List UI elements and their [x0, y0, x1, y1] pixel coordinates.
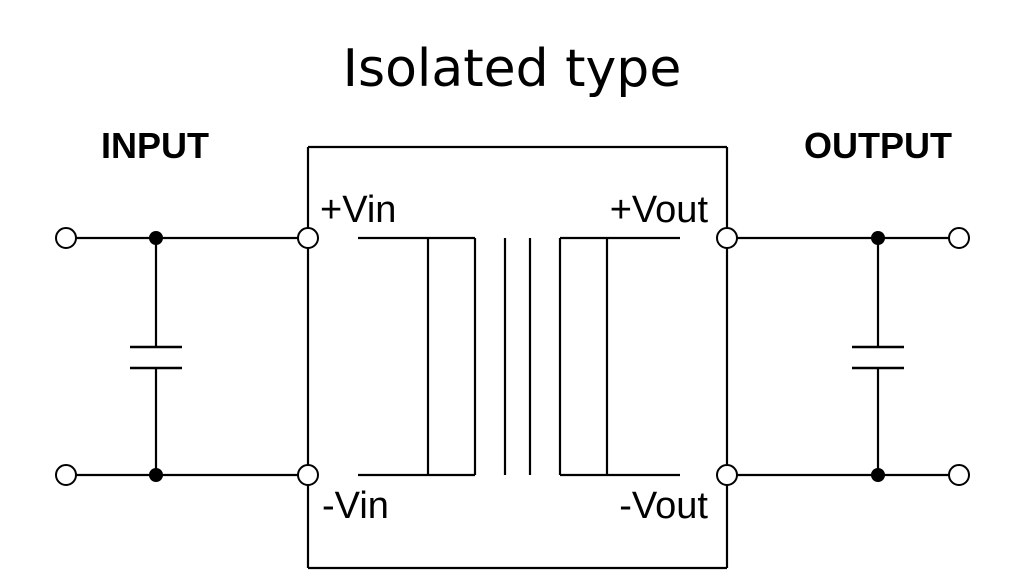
output-capacitor: [852, 345, 904, 370]
vout-minus-terminal: [716, 464, 738, 486]
junction-dot: [871, 468, 885, 482]
vin-minus-label: -Vin: [322, 485, 389, 527]
vin-plus-terminal: [297, 227, 319, 249]
junction-dot: [871, 231, 885, 245]
vout-plus-label: +Vout: [610, 189, 709, 231]
transformer-core: [503, 238, 532, 475]
output-terminal-bottom: [948, 464, 970, 486]
vin-plus-label: +Vin: [320, 189, 396, 231]
output-label: OUTPUT: [804, 125, 952, 166]
input-label: INPUT: [101, 125, 209, 166]
transformer-secondary-winding: [558, 236, 680, 477]
output-terminal-top: [948, 227, 970, 249]
diagram-title: Isolated type: [343, 39, 682, 99]
converter-module-box: [306, 145, 729, 570]
input-terminal-top: [55, 227, 77, 249]
vout-plus-terminal: [716, 227, 738, 249]
transformer-primary-winding: [358, 236, 477, 477]
vout-minus-label: -Vout: [619, 485, 708, 527]
junction-dot: [149, 468, 163, 482]
output-wiring: [737, 236, 949, 477]
input-terminal-bottom: [55, 464, 77, 486]
input-capacitor: [130, 345, 182, 370]
junction-dot: [149, 231, 163, 245]
vin-minus-terminal: [297, 464, 319, 486]
input-wiring: [76, 236, 298, 477]
